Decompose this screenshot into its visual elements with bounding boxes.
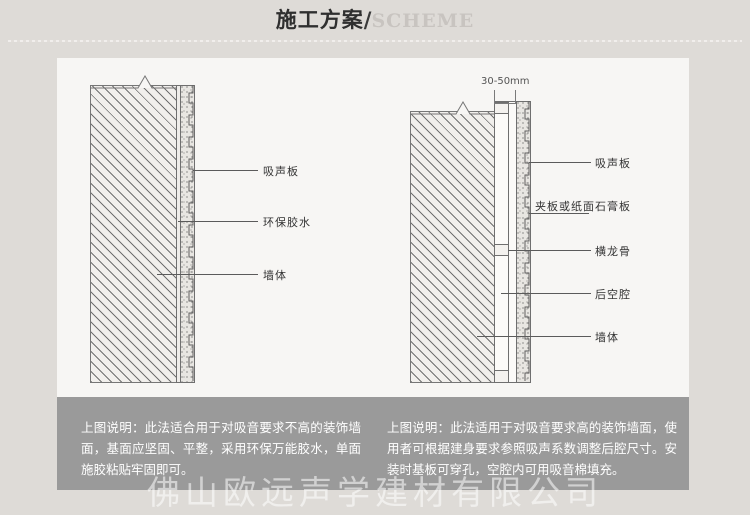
right-wall-body bbox=[410, 111, 497, 383]
left-label-1: 吸声板 bbox=[263, 165, 299, 178]
left-acoustic-panel bbox=[180, 85, 195, 383]
right-leader-5 bbox=[477, 336, 591, 337]
left-label-2: 环保胶水 bbox=[263, 216, 311, 229]
right-wall-break-line bbox=[410, 101, 496, 115]
right-label-3: 横龙骨 bbox=[595, 245, 631, 258]
right-acoustic-panel bbox=[516, 101, 531, 383]
left-wall-body bbox=[90, 85, 179, 383]
right-panel-groove-profile bbox=[524, 101, 530, 381]
page-header: 施工方案/SCHEME bbox=[0, 0, 750, 42]
right-label-5: 墙体 bbox=[595, 331, 619, 344]
cavity-dimension-label: 30-50mm bbox=[481, 76, 530, 87]
page-title-en: SCHEME bbox=[371, 10, 475, 32]
header-divider bbox=[8, 40, 742, 42]
caption-left: 上图说明：此法适合用于对吸音要求不高的装饰墙面，基面应坚固、平整，采用环保万能胶… bbox=[81, 420, 361, 477]
page-title-separator: / bbox=[363, 7, 372, 32]
right-leader-1 bbox=[529, 162, 591, 163]
diagram-panel: 吸声板 环保胶水 墙体 bbox=[57, 58, 689, 398]
right-label-1: 吸声板 bbox=[595, 157, 631, 170]
right-label-4: 后空腔 bbox=[595, 288, 631, 301]
right-leader-3 bbox=[508, 250, 591, 251]
caption-band: 上图说明：此法适合用于对吸音要求不高的装饰墙面，基面应坚固、平整，采用环保万能胶… bbox=[57, 397, 689, 490]
cavity-dimension-bracket bbox=[494, 90, 516, 104]
right-label-2: 夹板或纸面石膏板 bbox=[535, 200, 631, 213]
left-leader-2 bbox=[178, 221, 258, 222]
page-title-cn: 施工方案 bbox=[275, 7, 364, 32]
diagram-canvas: 吸声板 环保胶水 墙体 bbox=[57, 58, 689, 398]
left-leader-3 bbox=[157, 274, 258, 275]
caption-right: 上图说明：此法适用于对吸音要求高的装饰墙面，使用者可根据建身要求参照吸声系数调整… bbox=[387, 420, 677, 477]
right-leader-4 bbox=[501, 293, 591, 294]
left-label-3: 墙体 bbox=[263, 269, 287, 282]
page-title: 施工方案/SCHEME bbox=[0, 5, 750, 36]
right-leader-2 bbox=[529, 213, 589, 214]
left-wall-break-line bbox=[90, 75, 178, 89]
left-leader-1 bbox=[193, 170, 258, 171]
left-panel-groove-profile bbox=[188, 85, 194, 381]
